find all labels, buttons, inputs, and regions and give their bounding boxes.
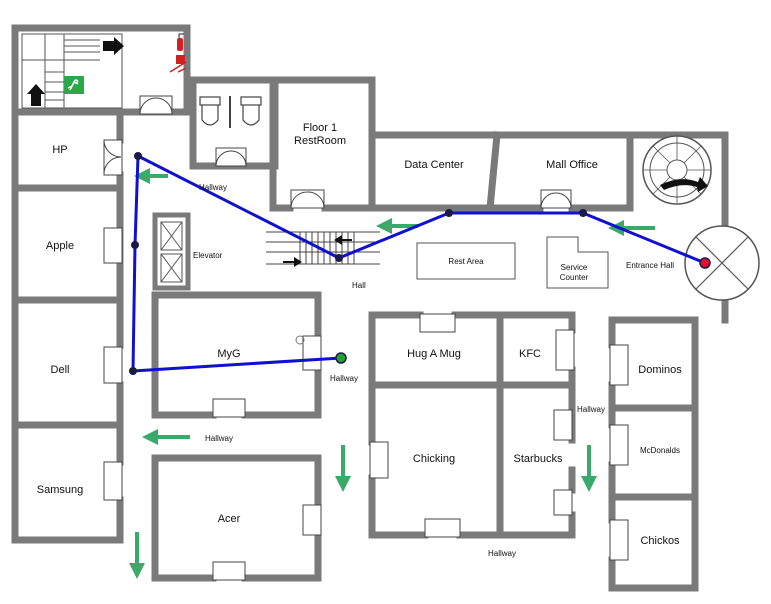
store-label-chickos[interactable]: Chickos bbox=[640, 535, 680, 547]
acer-wall bbox=[151, 454, 322, 582]
store-label-hp[interactable]: HP bbox=[52, 144, 67, 156]
navigation-route bbox=[131, 154, 706, 373]
elevator-wall bbox=[152, 212, 191, 291]
door-hp bbox=[103, 139, 123, 176]
store-label-myg[interactable]: MyG bbox=[217, 348, 240, 360]
right-restaurants-wall bbox=[608, 316, 699, 592]
spiral-staircase-icon bbox=[642, 135, 712, 205]
stairs-direction-arrow bbox=[103, 37, 124, 55]
info-point-icon bbox=[295, 335, 305, 345]
room-label-data-center: Data Center bbox=[404, 159, 464, 171]
fire-hose-icon bbox=[169, 55, 187, 73]
room-label-rest-area: Rest Area bbox=[448, 257, 484, 266]
stairs-up-arrow bbox=[27, 84, 45, 106]
elevator-icon bbox=[160, 221, 183, 283]
door-dominos bbox=[609, 344, 629, 386]
escalator-right-arrow bbox=[283, 257, 302, 267]
store-label-dominos[interactable]: Dominos bbox=[638, 364, 682, 376]
corridor-label-hallway-top: Hallway bbox=[199, 183, 227, 192]
store-label-hug-a-mug[interactable]: Hug A Mug bbox=[407, 348, 461, 360]
door-samsung bbox=[103, 461, 123, 501]
door-restroom bbox=[290, 189, 325, 209]
walls bbox=[11, 24, 729, 592]
doors bbox=[103, 95, 629, 581]
escalator-left-arrow bbox=[334, 235, 352, 245]
door-mall-office bbox=[540, 189, 572, 209]
route-start-marker[interactable] bbox=[699, 257, 711, 269]
room-label-service-counter-line2: Counter bbox=[560, 273, 589, 282]
corridor-label-hallway-bottom: Hallway bbox=[488, 549, 516, 558]
door-acer-bottom bbox=[212, 561, 246, 581]
store-label-mcdonalds[interactable]: McDonalds bbox=[640, 446, 680, 455]
door-chicking-bottom bbox=[424, 518, 461, 538]
store-label-acer[interactable]: Acer bbox=[218, 513, 241, 525]
food-court-wall bbox=[368, 381, 576, 539]
room-label-restroom-line2: RestRoom bbox=[294, 135, 346, 147]
door-stairwell bbox=[139, 95, 173, 115]
office-block-wall bbox=[368, 131, 729, 324]
route-nodes bbox=[129, 152, 587, 375]
toilet-icon bbox=[199, 96, 262, 128]
door-myg-bottom bbox=[212, 398, 246, 418]
room-label-entrance-hall: Entrance Hall bbox=[626, 261, 674, 270]
store-label-starbucks[interactable]: Starbucks bbox=[514, 453, 563, 465]
door-hug-a-mug bbox=[419, 313, 456, 333]
room-label-elevator: Elevator bbox=[193, 251, 223, 260]
rest-area-box bbox=[416, 242, 516, 280]
room-label-mall-office: Mall Office bbox=[546, 159, 598, 171]
revolving-door-icon bbox=[684, 225, 760, 301]
myg-wall bbox=[151, 291, 322, 419]
door-myg bbox=[302, 335, 322, 371]
emergency-exit-icon bbox=[64, 76, 84, 94]
room-label-restroom-line1: Floor 1 bbox=[303, 122, 337, 134]
corridor-label-hallway-myg: Hallway bbox=[330, 374, 358, 383]
door-starbucks-2 bbox=[553, 489, 573, 516]
corridor-label-hall: Hall bbox=[352, 281, 366, 290]
stairs-icon bbox=[21, 33, 123, 109]
corridor-label-hallway-lower: Hallway bbox=[205, 434, 233, 443]
door-mcdonalds bbox=[609, 424, 629, 466]
door-chicking bbox=[369, 441, 389, 479]
route-end-marker[interactable] bbox=[335, 352, 347, 364]
store-label-samsung[interactable]: Samsung bbox=[37, 484, 83, 496]
store-label-chicking[interactable]: Chicking bbox=[413, 453, 455, 465]
door-dell bbox=[103, 346, 123, 384]
store-label-apple[interactable]: Apple bbox=[46, 240, 74, 252]
store-label-kfc[interactable]: KFC bbox=[519, 348, 541, 360]
room-label-service-counter-line1: Service bbox=[561, 263, 588, 272]
door-chickos bbox=[609, 519, 629, 561]
fire-extinguisher-icon bbox=[177, 33, 184, 51]
store-label-dell[interactable]: Dell bbox=[51, 364, 70, 376]
hug-kfc-wall bbox=[368, 311, 576, 414]
corridor-label-hallway-right: Hallway bbox=[577, 405, 605, 414]
door-apple bbox=[103, 227, 123, 264]
door-acer-side bbox=[302, 504, 322, 536]
door-starbucks-1 bbox=[553, 409, 573, 441]
service-counter-box bbox=[546, 236, 609, 289]
door-kfc bbox=[555, 329, 575, 371]
door-toilets bbox=[215, 147, 247, 167]
